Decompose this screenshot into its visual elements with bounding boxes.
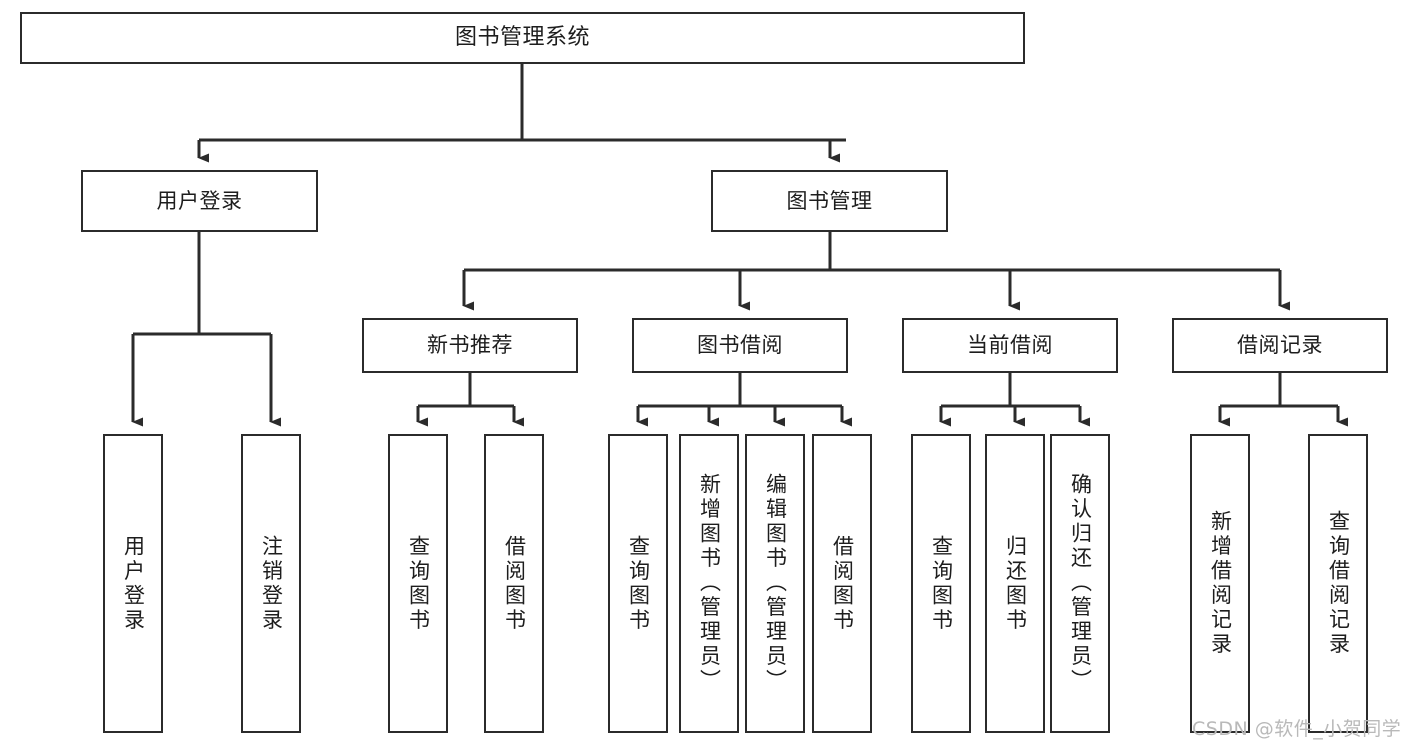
- node-borrow-record-label: 借阅记录: [1237, 333, 1323, 358]
- node-new-book-recommend[interactable]: 新书推荐: [362, 318, 578, 373]
- node-leaf-confirm-return[interactable]: 确认归还（管理员）: [1050, 434, 1110, 733]
- node-book-manage[interactable]: 图书管理: [711, 170, 948, 232]
- node-borrow-record[interactable]: 借阅记录: [1172, 318, 1388, 373]
- node-leaf-user-login-label: 用户登录: [121, 534, 146, 633]
- node-leaf-query-book-2-label: 查询图书: [626, 534, 651, 633]
- node-leaf-query-record-label: 查询借阅记录: [1326, 510, 1351, 657]
- node-new-book-recommend-label: 新书推荐: [427, 333, 513, 358]
- node-leaf-query-book-1[interactable]: 查询图书: [388, 434, 448, 733]
- node-book-borrow-label: 图书借阅: [697, 333, 783, 358]
- node-leaf-add-record-label: 新增借阅记录: [1208, 510, 1233, 657]
- node-leaf-return-book[interactable]: 归还图书: [985, 434, 1045, 733]
- node-root[interactable]: 图书管理系统: [20, 12, 1025, 64]
- node-leaf-query-book-3-label: 查询图书: [929, 534, 954, 633]
- node-leaf-add-book[interactable]: 新增图书（管理员）: [679, 434, 739, 733]
- node-leaf-borrow-book-2[interactable]: 借阅图书: [812, 434, 872, 733]
- node-book-manage-label: 图书管理: [786, 188, 873, 213]
- node-leaf-confirm-return-label: 确认归还（管理员）: [1068, 473, 1093, 694]
- node-book-borrow[interactable]: 图书借阅: [632, 318, 848, 373]
- node-leaf-return-book-label: 归还图书: [1003, 534, 1028, 633]
- node-leaf-borrow-book-2-label: 借阅图书: [830, 534, 855, 633]
- node-leaf-query-book-1-label: 查询图书: [406, 534, 431, 633]
- node-leaf-user-logout-label: 注销登录: [259, 534, 284, 633]
- node-current-borrow-label: 当前借阅: [967, 333, 1053, 358]
- csdn-watermark: CSDN @软件_小贺同学: [1192, 718, 1402, 740]
- node-leaf-user-login[interactable]: 用户登录: [103, 434, 163, 733]
- node-leaf-user-logout[interactable]: 注销登录: [241, 434, 301, 733]
- node-current-borrow[interactable]: 当前借阅: [902, 318, 1118, 373]
- node-root-label: 图书管理系统: [454, 25, 590, 51]
- node-user-login-label: 用户登录: [156, 188, 243, 213]
- node-leaf-query-record[interactable]: 查询借阅记录: [1308, 434, 1368, 733]
- node-leaf-edit-book-label: 编辑图书（管理员）: [763, 473, 788, 694]
- node-user-login[interactable]: 用户登录: [81, 170, 318, 232]
- node-leaf-borrow-book-1[interactable]: 借阅图书: [484, 434, 544, 733]
- node-leaf-add-record[interactable]: 新增借阅记录: [1190, 434, 1250, 733]
- node-leaf-borrow-book-1-label: 借阅图书: [502, 534, 527, 633]
- node-leaf-add-book-label: 新增图书（管理员）: [697, 473, 722, 694]
- node-leaf-query-book-3[interactable]: 查询图书: [911, 434, 971, 733]
- node-leaf-query-book-2[interactable]: 查询图书: [608, 434, 668, 733]
- node-leaf-edit-book[interactable]: 编辑图书（管理员）: [745, 434, 805, 733]
